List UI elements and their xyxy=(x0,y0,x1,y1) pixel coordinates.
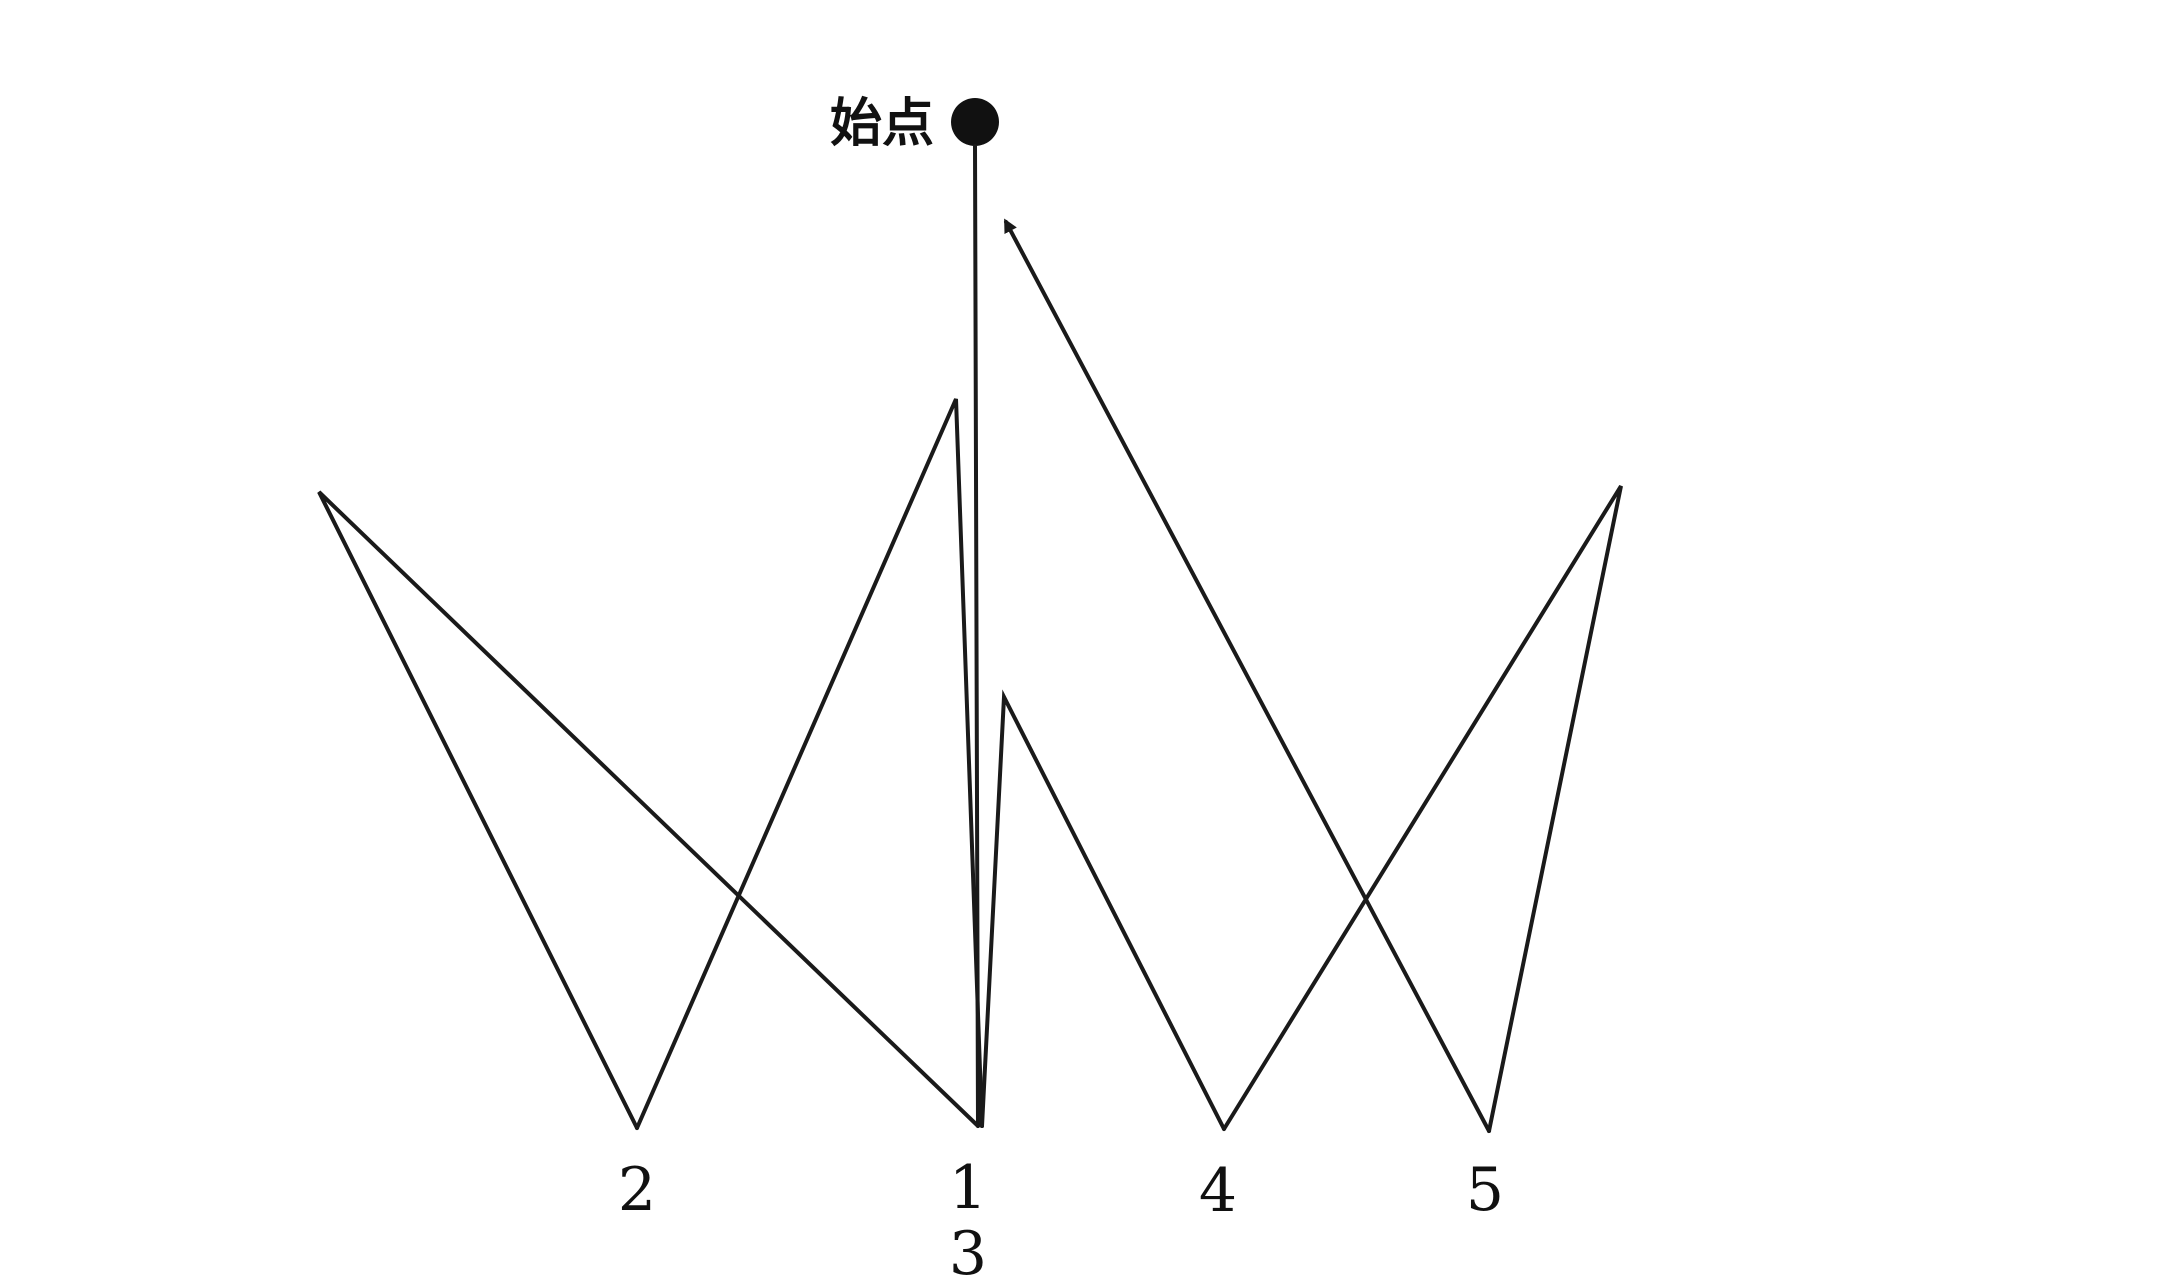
position-label-4: 4 xyxy=(1199,1156,1237,1226)
position-label-5: 5 xyxy=(1466,1155,1504,1225)
start-point-label: 始点 xyxy=(830,94,934,154)
return-arrow xyxy=(1004,218,1491,1133)
position-label-1: 1 xyxy=(949,1153,987,1223)
start-point-dot xyxy=(951,98,999,146)
path-4-to-5 xyxy=(1222,484,1623,1133)
path-1-to-2 xyxy=(317,490,980,1130)
position-label-2: 2 xyxy=(618,1155,656,1225)
path-2-to-3 xyxy=(635,398,984,1130)
path-3-to-4 xyxy=(980,689,1226,1131)
position-label-3: 3 xyxy=(949,1219,987,1285)
